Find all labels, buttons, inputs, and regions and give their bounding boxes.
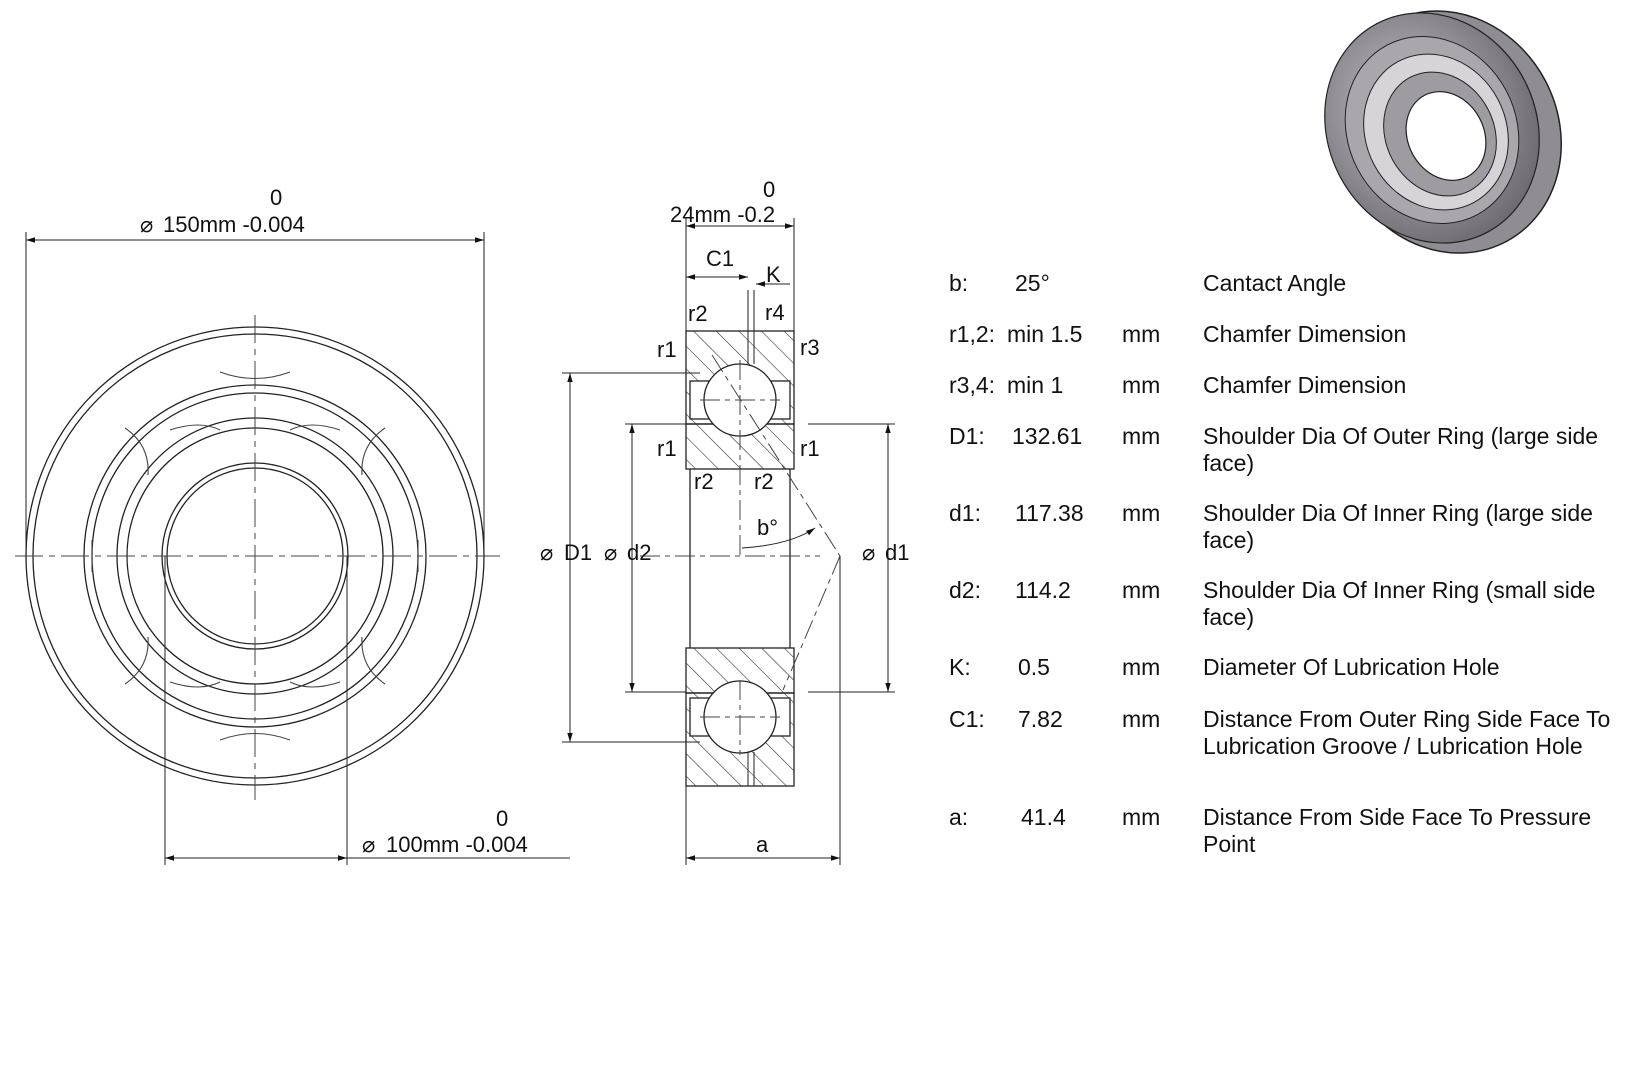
bearing-3d-render: [1324, 10, 1562, 254]
diameter-symbol-d1-big: ⌀: [540, 540, 553, 565]
front-view-labels: 0 ⌀ 150mm -0.004 0 ⌀ 100mm -0.004: [140, 185, 528, 857]
diameter-symbol-inner: ⌀: [362, 832, 375, 857]
r2-mid-right-label: r2: [754, 469, 774, 494]
width-zero: 0: [763, 177, 775, 202]
a-label: a: [756, 832, 769, 857]
D1-label: D1: [564, 540, 592, 565]
inner-diameter-zero: 0: [496, 806, 508, 831]
section-centerlines: [640, 354, 841, 755]
outer-diameter-label: 150mm -0.004: [163, 212, 305, 237]
section-dimensions: [562, 218, 895, 865]
inner-diameter-label: 100mm -0.004: [386, 832, 528, 857]
k-label: K: [766, 262, 781, 287]
diameter-symbol-d1: ⌀: [862, 540, 875, 565]
r1-top-label: r1: [657, 337, 677, 362]
b-angle-label: b°: [757, 515, 778, 540]
diameter-symbol-outer: ⌀: [140, 212, 153, 237]
section-labels: 0 24mm -0.2 C1 K r2 r4 r1 r3 r1 r1 r2 r2…: [540, 177, 909, 857]
r1-mid-right-label: r1: [800, 436, 820, 461]
front-centerlines: [15, 315, 500, 800]
outer-diameter-zero: 0: [270, 185, 282, 210]
r3-label: r3: [800, 335, 820, 360]
d1-label: d1: [885, 540, 909, 565]
r1-mid-left-label: r1: [657, 436, 677, 461]
r2-mid-left-label: r2: [694, 469, 714, 494]
width-label: 24mm -0.2: [670, 202, 775, 227]
r4-label: r4: [765, 300, 785, 325]
c1-label: C1: [706, 246, 734, 271]
d2-label: d2: [627, 540, 651, 565]
diameter-symbol-d2: ⌀: [604, 540, 617, 565]
r2-top-label: r2: [688, 301, 708, 326]
front-view: [15, 232, 570, 865]
